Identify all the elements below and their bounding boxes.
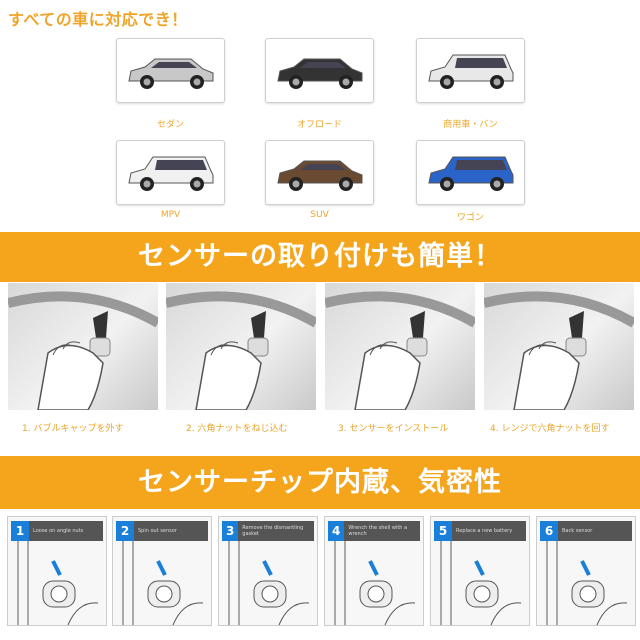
step-text: Remove the dismantling gasket (242, 525, 304, 537)
vehicle-card (265, 38, 374, 103)
car-icon (427, 156, 513, 191)
car-icon (127, 156, 213, 191)
step-number: 6 (540, 521, 558, 541)
install-step-caption: 3. センサーをインストール (338, 424, 449, 434)
step-header: 6 Back sensor (540, 521, 632, 541)
heading-all-vehicles: すべての車に対応でき！ (8, 10, 188, 29)
step-text: Loose on angle nuts (33, 528, 84, 534)
vehicle-label: 商用車・バン (443, 120, 498, 130)
battery-step: 4 Wrench the shell with a wrench (324, 516, 424, 626)
vehicle-label: MPV (160, 210, 181, 220)
step-header: 3 Remove the dismantling gasket (222, 521, 314, 541)
step-header: 1 Loose on angle nuts (11, 521, 103, 541)
install-step-caption: 4. レンジで六角ナットを回す (490, 424, 610, 434)
vehicle-label: ワゴン (456, 213, 484, 223)
install-step-image (8, 283, 158, 410)
sensor-illustration-icon (546, 541, 628, 625)
vehicle-card (116, 140, 225, 205)
step-number: 2 (116, 521, 134, 541)
sensor-illustration-icon (17, 541, 99, 625)
step-text: Wrench the shell with a wrench (348, 525, 408, 537)
step-header: 4 Wrench the shell with a wrench (328, 521, 420, 541)
car-icon (127, 58, 213, 89)
step-text: Back sensor (562, 528, 593, 534)
vehicle-label: オフロード (296, 120, 342, 130)
step-number: 1 (11, 521, 29, 541)
battery-step: 1 Loose on angle nuts (7, 516, 107, 626)
banner-easy-install: センサーの取り付けも簡単！ (0, 232, 640, 282)
vehicle-card (116, 38, 225, 103)
battery-step: 2 Spin out sensor (112, 516, 212, 626)
step-text: Spin out sensor (138, 528, 177, 534)
battery-step: 3 Remove the dismantling gasket (218, 516, 318, 626)
sensor-illustration-icon (440, 541, 522, 625)
install-step-image (325, 283, 475, 410)
step-number: 4 (328, 521, 345, 541)
vehicle-card (416, 140, 525, 205)
hand-valve-icon (166, 291, 316, 410)
vehicle-label: セダン (156, 120, 184, 130)
vehicle-card (416, 38, 525, 103)
hand-valve-icon (8, 291, 158, 410)
car-icon (427, 54, 513, 89)
battery-step: 6 Back sensor (536, 516, 636, 626)
sensor-illustration-icon (122, 541, 204, 625)
install-step-image (484, 283, 634, 410)
install-step-caption: 2. 六角ナットをねじ込む (186, 424, 288, 434)
hand-valve-icon (325, 291, 475, 410)
vehicle-card (265, 140, 374, 205)
step-number: 3 (222, 521, 239, 541)
install-step-caption: 1. バブルキャップを外す (22, 424, 124, 434)
step-header: 5 Replace a new battery (434, 521, 526, 541)
sensor-illustration-icon (228, 541, 310, 625)
step-number: 5 (434, 521, 452, 541)
step-header: 2 Spin out sensor (116, 521, 208, 541)
install-step-image (166, 283, 316, 410)
battery-step: 5 Replace a new battery (430, 516, 530, 626)
hand-valve-icon (484, 291, 634, 410)
vehicle-label: SUV (310, 210, 329, 220)
step-text: Replace a new battery (456, 528, 513, 534)
banner-sensor-chip: センサーチップ内蔵、気密性 (0, 456, 640, 509)
car-icon (276, 160, 362, 191)
sensor-illustration-icon (334, 541, 416, 625)
car-icon (276, 58, 362, 89)
